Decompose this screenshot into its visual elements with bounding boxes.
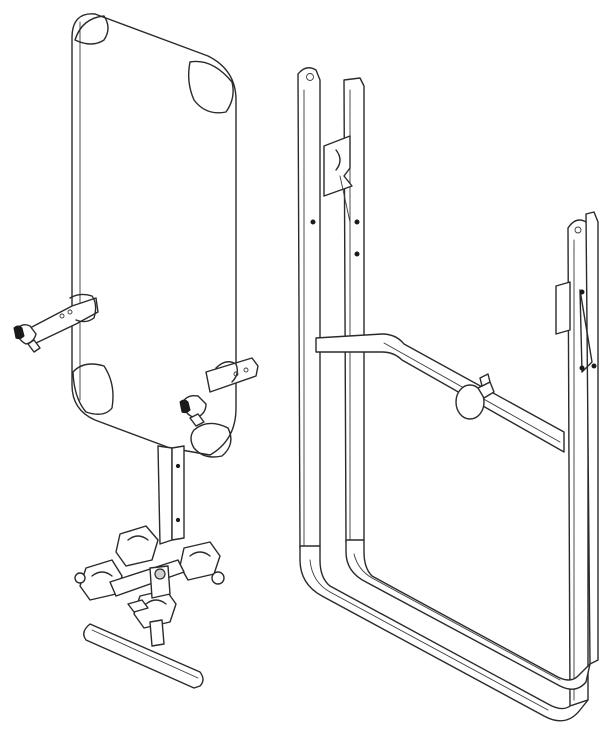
right-bracket: [179, 357, 259, 427]
backrest-assembly: [13, 13, 259, 689]
frame-right-tube-outer: [567, 219, 589, 707]
left-bracket: [13, 293, 99, 353]
foot-bar: [83, 619, 204, 689]
frame-right-tube-inner: [585, 211, 599, 665]
frame-assembly: [297, 67, 599, 722]
frame-lower-loop-inner: [345, 539, 591, 690]
frame-left-tube-outer: [297, 67, 321, 549]
crossbar-knob: [455, 373, 495, 420]
frame-lower-loop-outer: [299, 545, 589, 722]
mounting-post: [157, 445, 185, 545]
frame-right-bracket: [555, 281, 593, 373]
frame-side-bracket: [323, 135, 353, 223]
clamp-cluster: [74, 525, 225, 629]
backrest-panel: [71, 13, 237, 458]
